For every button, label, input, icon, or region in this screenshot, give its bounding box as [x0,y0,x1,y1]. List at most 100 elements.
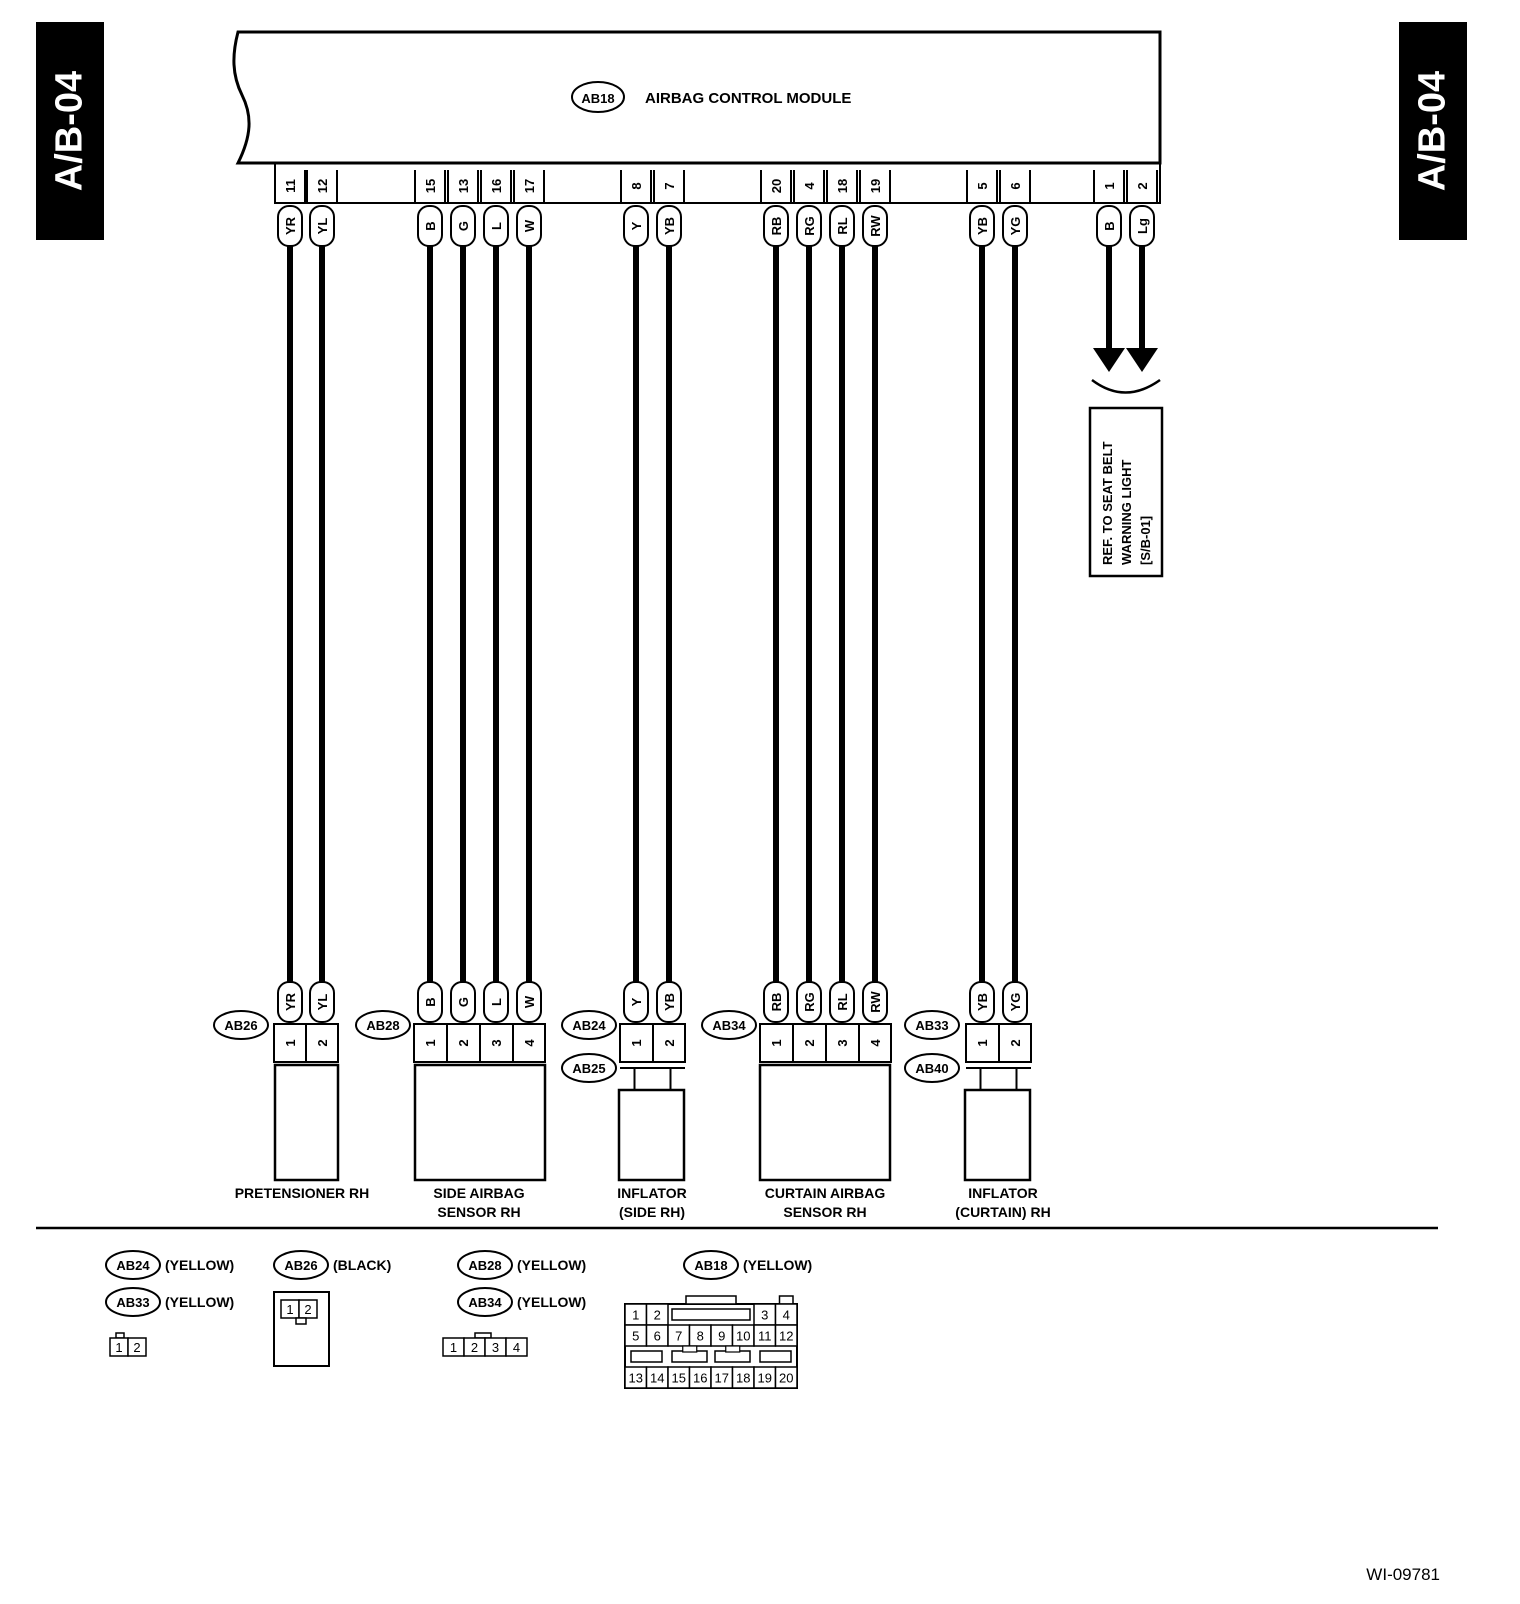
module-pin-number: 17 [522,179,537,193]
module-pin: 6YG [999,170,1031,247]
connector-pin-number: 3 [835,1039,850,1046]
module-pin: 8Y [620,170,652,247]
component-wire-code: YL [315,994,330,1011]
component-label: (CURTAIN) RH [955,1204,1050,1220]
face-pin-number: 13 [629,1371,643,1386]
component-label: (SIDE RH) [619,1204,685,1220]
component-connector-id: AB25 [572,1061,605,1076]
module-pin-number: 7 [662,182,677,189]
component-wire-code: L [489,998,504,1006]
module-wire-code: YG [1008,217,1023,236]
component-connector-id: AB26 [224,1018,257,1033]
connector-legend: AB24(YELLOW)AB33(YELLOW)AB26(BLACK)AB28(… [105,1250,812,1389]
face-pin-number: 4 [783,1308,790,1323]
component-connector-id: AB40 [915,1061,948,1076]
legend-connector-color: (YELLOW) [165,1257,234,1273]
connector-pin-number: 2 [315,1039,330,1046]
face-pin-number: 10 [736,1329,750,1344]
component-connector-id: AB24 [572,1018,606,1033]
module-pin-number: 20 [769,179,784,193]
face-pin-number: 20 [779,1371,793,1386]
module-pin: 5YB [966,170,998,247]
face-pin-number: 1 [450,1340,457,1355]
component-wire-code: RL [835,993,850,1010]
module-pin: 17W [513,170,545,247]
connector-pin-number: 3 [489,1039,504,1046]
module-pin-number: 5 [975,182,990,189]
component-wire-code: YG [1008,993,1023,1012]
face-pin-number: 3 [761,1308,768,1323]
module-pin-number: 8 [629,182,644,189]
module-wire-code: L [489,222,504,230]
page-tab-left: A/B-04 [36,22,104,240]
module-wire-code: B [423,221,438,230]
module-wire-code: B [1102,221,1117,230]
connector-pin-number: 1 [629,1039,644,1046]
connector-pin-number: 2 [802,1039,817,1046]
connector-pin-number: 4 [868,1039,883,1047]
module-pin: 16L [480,170,512,247]
face-pin-number: 14 [650,1371,664,1386]
legend-connector-oval [273,1250,329,1280]
face-pin-number: 17 [715,1371,729,1386]
seat-belt-reference: REF. TO SEAT BELT WARNING LIGHT [S/B-01] [1088,348,1164,578]
page-tab-right: A/B-04 [1399,22,1467,240]
module-pin-number: 18 [835,179,850,193]
component-label: SIDE AIRBAG [433,1185,524,1201]
module-pin: 2Lg [1126,170,1158,247]
module-pin: 1B [1093,170,1125,247]
face-pin-number: 3 [492,1340,499,1355]
module-pin: 15B [414,170,446,247]
legend-connector-color: (YELLOW) [517,1294,586,1310]
legend-connector-id: AB34 [468,1295,502,1310]
component-wire-code: Y [629,997,644,1006]
component-body [617,1088,686,1182]
connector-pin-number: 1 [283,1039,298,1046]
face-pin-number: 2 [654,1308,661,1323]
module-pins: 11YR12YL15B13G16L17W8Y7YB20RB4RG18RL19RW… [274,170,1158,247]
component-label: SENSOR RH [437,1204,520,1220]
reference-line-3: [S/B-01] [1138,516,1153,565]
face-pin-number: 2 [471,1340,478,1355]
face-pin-number: 5 [632,1329,639,1344]
component-body [963,1088,1032,1182]
module-wire-code: YB [662,217,677,235]
connector-pin-number: 2 [662,1039,677,1046]
component-wire-code: RB [769,993,784,1012]
legend-connector-oval [457,1287,513,1317]
module-wire-code: RB [769,217,784,236]
face-pin-number: 9 [718,1329,725,1344]
component-label: SENSOR RH [783,1204,866,1220]
module-pin-number: 15 [423,179,438,193]
legend-connector-id: AB28 [468,1258,501,1273]
reference-box [1088,406,1164,578]
connector-pin-number: 1 [975,1039,990,1046]
connector-pin-number: 4 [522,1039,537,1047]
face-pin-number: 11 [758,1329,772,1344]
component-wire-code: B [423,997,438,1006]
component-label: PRETENSIONER RH [235,1185,370,1201]
module-wire-code: YL [315,218,330,235]
module-pin-number: 2 [1135,182,1150,189]
module-pin-strip [274,162,1161,204]
face-pin-number: 8 [697,1329,704,1344]
module-pin-number: 12 [315,179,330,193]
wires [287,246,1145,985]
module-pin-number: 11 [283,179,298,193]
legend-connector-color: (BLACK) [333,1257,391,1273]
module-wire-code: RW [868,215,883,237]
face-pin-number: 1 [632,1308,639,1323]
component-label: INFLATOR [968,1185,1037,1201]
component-wire-code: G [456,997,471,1007]
component-wire-code: W [522,995,537,1008]
module-pin-number: 19 [868,179,883,193]
module-pin-number: 16 [489,179,504,193]
